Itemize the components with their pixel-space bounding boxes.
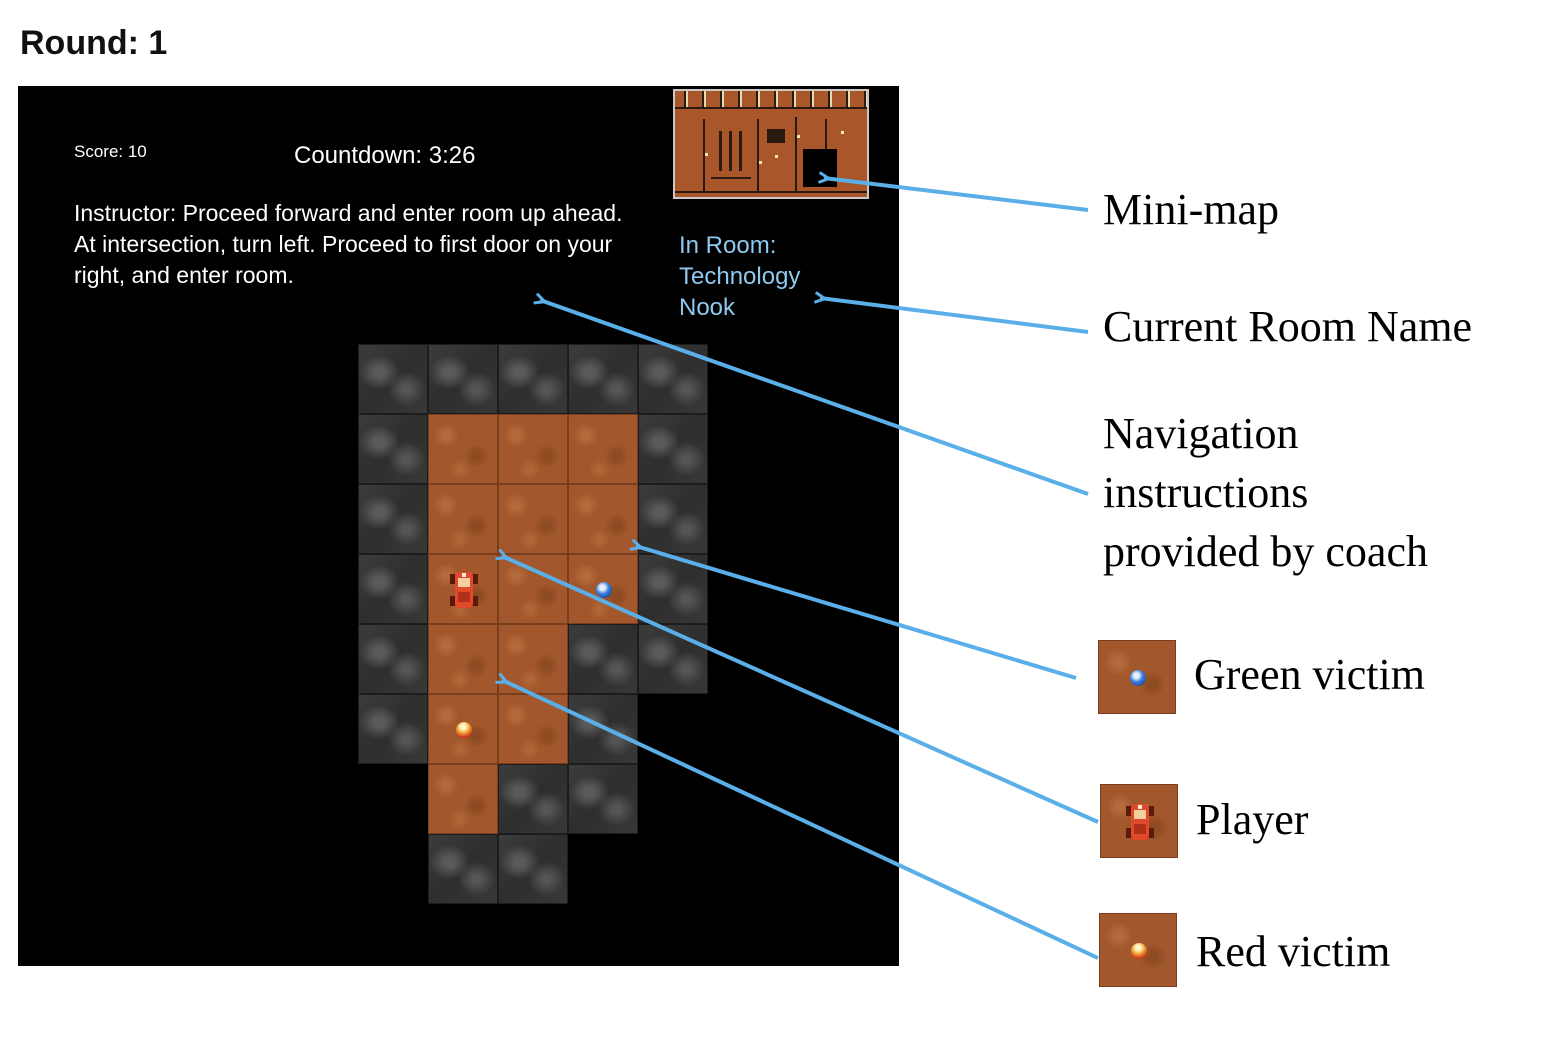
wall-tile (638, 624, 708, 694)
arrow-red-victim (502, 680, 1099, 960)
wall-tile (358, 554, 428, 624)
room-label: In Room: (679, 232, 777, 259)
red-car-icon (450, 572, 478, 608)
minimap-door (775, 155, 778, 158)
blue-orb-icon (1130, 670, 1146, 686)
minimap-wall (739, 131, 742, 171)
round-title: Round: 1 (20, 24, 168, 62)
legend-green-victim-tile (1098, 640, 1176, 714)
minimap-door (841, 131, 844, 134)
minimap-wall (729, 131, 732, 171)
minimap-door (797, 135, 800, 138)
annotation-red-victim: Red victim (1196, 927, 1391, 976)
annotation-line: provided by coach (1103, 527, 1428, 576)
wall-tile (498, 764, 568, 834)
countdown-timer: Countdown: 3:26 (294, 142, 476, 169)
room-name-line: Technology (679, 263, 801, 290)
game-screen[interactable]: Score: 10 Countdown: 3:26 Instructor: Pr… (18, 86, 899, 966)
floor-tile (428, 484, 498, 554)
wall-tile (428, 834, 498, 904)
red-orb-icon (456, 722, 472, 738)
current-room-name: In Room: Technology Nook (679, 230, 839, 323)
wall-tile (498, 834, 568, 904)
minimap-top-rooms (675, 91, 867, 107)
floor-tile (428, 764, 498, 834)
room-name-line: Nook (679, 294, 736, 321)
floor-tile (568, 414, 638, 484)
score-display: Score: 10 (74, 142, 147, 161)
blue-orb-icon (596, 582, 612, 598)
floor-tile (498, 414, 568, 484)
minimap-door (759, 161, 762, 164)
wall-tile (638, 484, 708, 554)
minimap-wall (767, 129, 785, 143)
minimap-wall (703, 119, 705, 191)
annotation-line: Navigation (1103, 409, 1299, 458)
arrow-minimap (824, 178, 1089, 212)
floor-tile (568, 484, 638, 554)
minimap-wall (757, 119, 759, 191)
wall-tile (358, 344, 428, 414)
annotation-room-name: Current Room Name (1103, 302, 1473, 351)
floor-tile (428, 554, 498, 624)
minimap-wall (675, 191, 867, 193)
annotation-minimap: Mini-map (1103, 185, 1279, 234)
legend-player-tile (1100, 784, 1178, 858)
annotation-green-victim: Green victim (1194, 650, 1425, 699)
minimap-wall (795, 117, 797, 191)
arrow-room-name (820, 298, 1089, 334)
wall-tile (568, 764, 638, 834)
arrow-green-victim (636, 546, 1077, 680)
minimap-door (705, 153, 708, 156)
floor-tile (498, 554, 568, 624)
wall-tile (498, 344, 568, 414)
floor-tile (428, 694, 498, 764)
arrow-player (502, 556, 1099, 824)
wall-tile (638, 554, 708, 624)
floor-tile (428, 414, 498, 484)
floor-tile (498, 484, 568, 554)
red-orb-icon (1131, 943, 1147, 959)
wall-tile (358, 414, 428, 484)
wall-tile (428, 344, 498, 414)
wall-tile (568, 624, 638, 694)
instructor-message: Instructor: Proceed forward and enter ro… (74, 200, 623, 288)
annotation-player: Player (1196, 795, 1309, 844)
arrow-navigation (540, 300, 1089, 496)
minimap-wall (711, 177, 751, 179)
wall-tile (638, 414, 708, 484)
annotation-navigation: Navigation instructions provided by coac… (1103, 404, 1428, 581)
wall-tile (568, 344, 638, 414)
minimap-wall (675, 107, 867, 109)
wall-tile (358, 694, 428, 764)
floor-tile (428, 624, 498, 694)
wall-tile (358, 484, 428, 554)
annotation-line: instructions (1103, 468, 1309, 517)
legend-red-victim-tile (1099, 913, 1177, 987)
minimap-wall (825, 119, 827, 149)
wall-tile (358, 624, 428, 694)
red-car-icon (1126, 804, 1154, 840)
minimap (673, 89, 869, 199)
minimap-wall (719, 131, 722, 171)
